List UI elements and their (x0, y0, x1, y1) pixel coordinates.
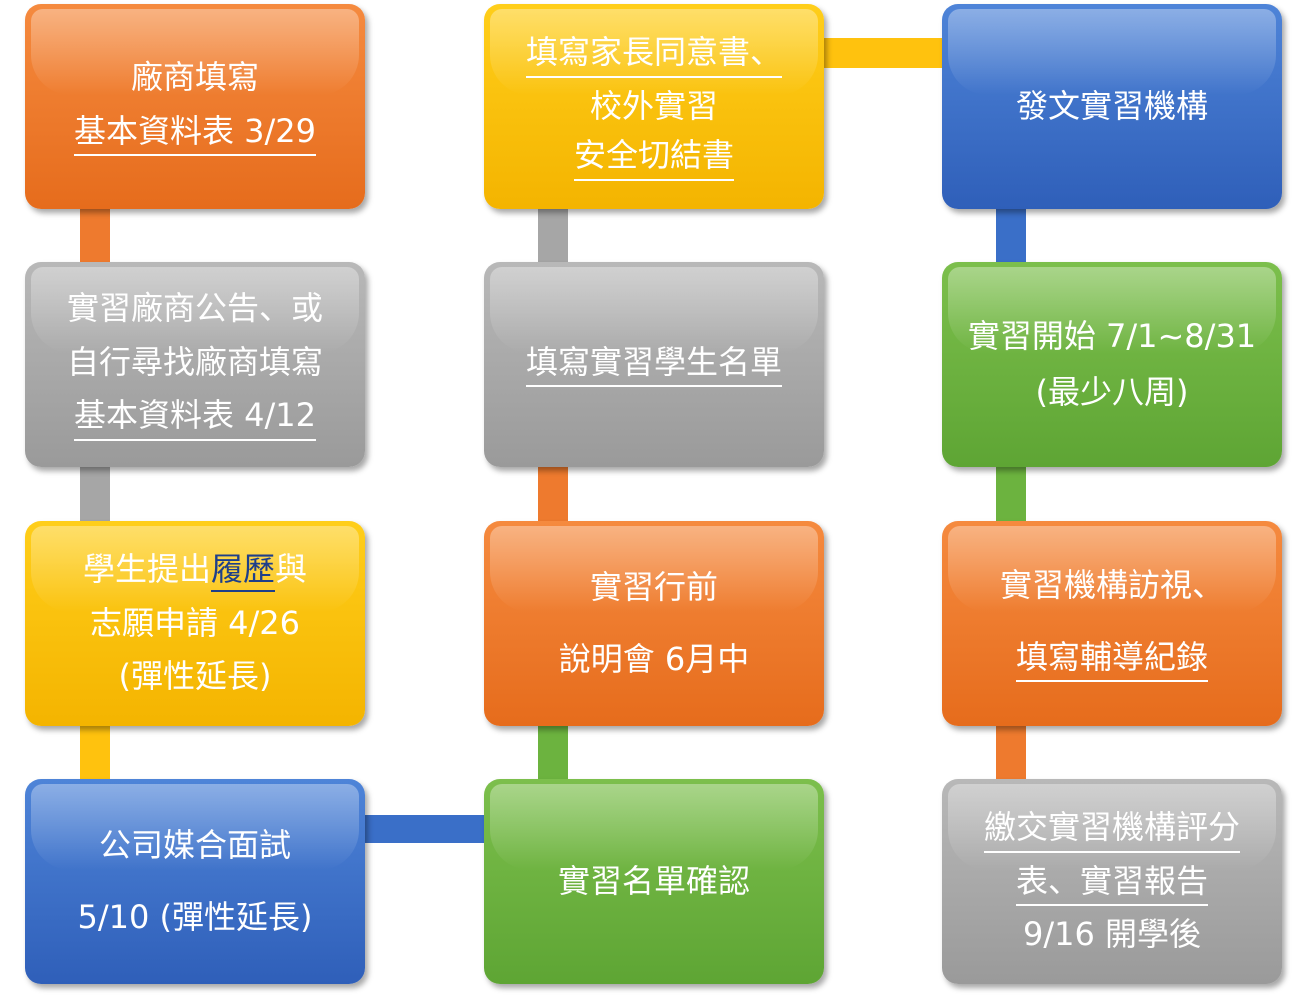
step-final-report: 繳交實習機構評分 表、實習報告 9/16 開學後 (942, 779, 1282, 984)
step-text: 實習機構訪視、 (999, 565, 1224, 604)
step-text: 學生提出 (82, 550, 211, 589)
connector-4-5 (362, 815, 490, 843)
connector-9-10 (996, 205, 1026, 267)
connector-8-9 (820, 38, 948, 68)
connector-7-8 (538, 205, 568, 267)
step-text: 填寫實習學生名單 (525, 342, 782, 388)
step-interview: 公司媒合面試 5/10 (彈性延長) (25, 779, 365, 984)
step-vendor-form: 廠商填寫 基本資料表 3/29 (25, 4, 365, 209)
step-text: 發文實習機構 (1015, 86, 1208, 125)
step-list-confirm: 實習名單確認 (484, 779, 824, 984)
step-internship-start: 實習開始 7/1~8/31 (最少八周) (942, 262, 1282, 467)
connector-6-7 (538, 465, 568, 527)
step-student-list: 填寫實習學生名單 (484, 262, 824, 467)
step-text: 表、實習報告 (1015, 861, 1208, 907)
step-orientation: 實習行前 說明會 6月中 (484, 521, 824, 726)
connector-3-4 (80, 725, 110, 783)
connector-11-12 (996, 725, 1026, 783)
step-text: (彈性延長) (118, 657, 272, 696)
step-text: 說明會 6月中 (558, 639, 750, 678)
step-text: 繳交實習機構評分 (983, 807, 1240, 853)
step-text: 學生提出履歷與 (82, 549, 308, 593)
connector-2-3 (80, 465, 110, 527)
connector-5-6 (538, 725, 568, 783)
step-text: (最少八周) (1035, 372, 1189, 411)
step-resume-apply: 學生提出履歷與 志願申請 4/26 (彈性延長) (25, 521, 365, 726)
step-text: 實習廠商公告、或 (66, 289, 323, 328)
step-text: 基本資料表 3/29 (73, 111, 317, 157)
step-text: 志願申請 4/26 (89, 603, 301, 642)
resume-link[interactable]: 履歷 (210, 550, 275, 593)
step-text: 實習開始 7/1~8/31 (967, 316, 1257, 355)
step-text: 9/16 開學後 (1022, 915, 1202, 954)
step-vendor-notice: 實習廠商公告、或 自行尋找廠商填寫 基本資料表 4/12 (25, 262, 365, 467)
step-notify-org: 發文實習機構 (942, 4, 1282, 209)
step-text: 廠商填寫 (130, 57, 259, 96)
step-site-visit: 實習機構訪視、 填寫輔導紀錄 (942, 521, 1282, 726)
step-text: 實習行前 (589, 567, 718, 606)
step-consent-forms: 填寫家長同意書、 校外實習 安全切結書 (484, 4, 824, 209)
connector-1-2 (80, 205, 110, 267)
step-text: 填寫家長同意書、 (525, 32, 782, 78)
step-text: 實習名單確認 (557, 861, 750, 900)
step-text: 安全切結書 (573, 135, 734, 181)
step-text: 公司媒合面試 (98, 825, 291, 864)
step-text: 基本資料表 4/12 (73, 395, 317, 441)
connector-10-11 (996, 465, 1026, 527)
step-text: 5/10 (彈性延長) (77, 897, 313, 936)
step-text: 填寫輔導紀錄 (1015, 637, 1208, 683)
step-text: 與 (275, 550, 308, 589)
step-text: 自行尋找廠商填寫 (66, 342, 323, 381)
step-text: 校外實習 (589, 86, 718, 125)
